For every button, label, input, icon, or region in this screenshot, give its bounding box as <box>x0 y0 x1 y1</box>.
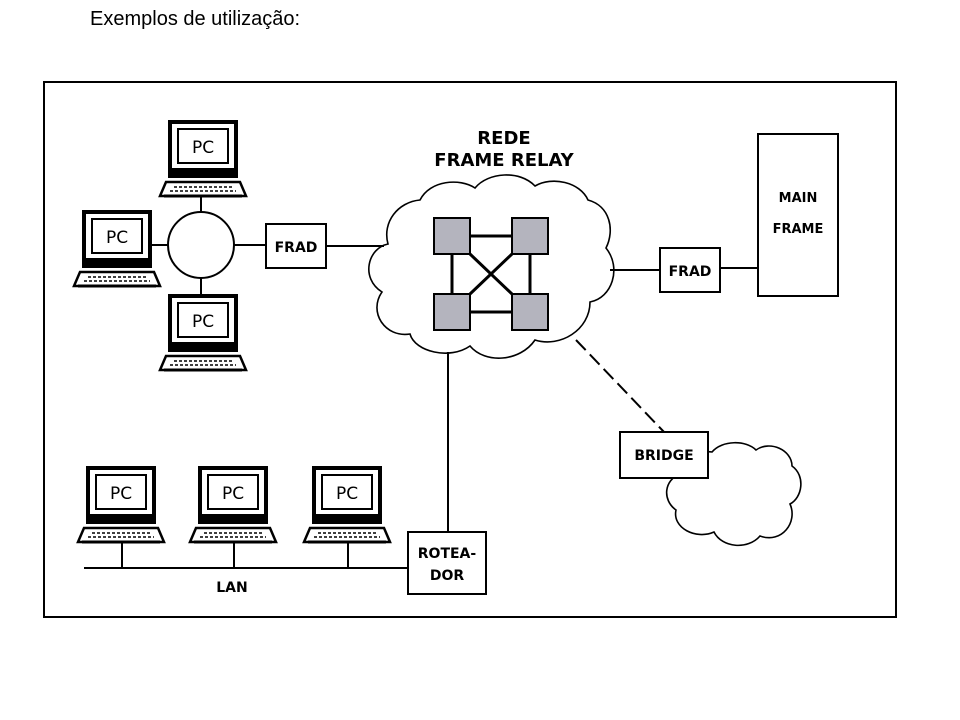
mainframe-label-line1: MAIN <box>779 191 818 206</box>
bridge-label: BRIDGE <box>634 448 693 464</box>
switch-node <box>511 217 549 255</box>
lan-label: LAN <box>216 580 247 596</box>
router-label-line1: ROTEA- <box>418 546 477 562</box>
mainframe <box>757 133 839 297</box>
switch-node <box>511 293 549 331</box>
router <box>407 531 487 595</box>
frad-right <box>659 247 721 293</box>
bridge-link <box>575 339 665 433</box>
ring-hub <box>167 211 235 279</box>
frad-left <box>265 223 327 269</box>
pc-ring-top: PC <box>158 120 248 198</box>
pc-label: PC <box>110 484 132 504</box>
network-title-line1: REDE <box>477 128 530 149</box>
pc-label: PC <box>192 138 214 158</box>
frad-right-label: FRAD <box>669 264 712 280</box>
frad-left-label: FRAD <box>275 240 318 256</box>
frame-relay-cloud <box>368 174 615 359</box>
network-title-line2: FRAME RELAY <box>434 150 574 171</box>
pc-label: PC <box>222 484 244 504</box>
pc-lan-3: PC <box>302 466 392 544</box>
switch-node <box>433 217 471 255</box>
switch-node <box>433 293 471 331</box>
pc-ring-bottom: PC <box>158 294 248 372</box>
pc-label: PC <box>192 312 214 332</box>
bridge <box>619 431 709 479</box>
pc-lan-1: PC <box>76 466 166 544</box>
pc-label: PC <box>106 228 128 248</box>
mainframe-label-line2: FRAME <box>773 222 824 237</box>
pc-ring-left: PC <box>72 210 162 288</box>
pc-label: PC <box>336 484 358 504</box>
page-heading: Exemplos de utilização: <box>90 8 301 30</box>
switch-mesh <box>433 217 549 331</box>
router-label-line2: DOR <box>430 568 465 584</box>
pc-lan-2: PC <box>188 466 278 544</box>
